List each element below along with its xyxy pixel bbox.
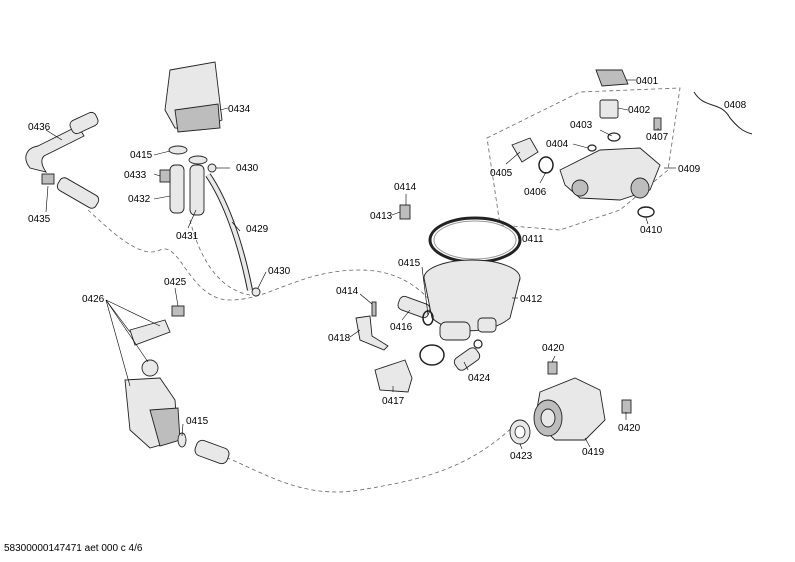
part-0404-ring — [587, 144, 597, 152]
label-0404: 0404 — [546, 139, 569, 150]
part-0407-clip — [653, 117, 662, 131]
part-0419-circulation-pump — [533, 377, 606, 441]
label-0432: 0432 — [128, 194, 151, 205]
part-0433-clip — [159, 169, 171, 183]
part-0410-clamp — [637, 206, 655, 218]
part-0420-clip-top — [547, 361, 558, 375]
label-0414-mid: 0414 — [336, 286, 359, 297]
part-0426-valve-block — [124, 377, 181, 449]
part-0408-wire — [693, 91, 753, 135]
part-0415-hose-bottom — [177, 432, 230, 465]
part-0416-hose — [397, 295, 431, 319]
label-0412: 0412 — [520, 294, 543, 305]
part-0429-long-hose — [205, 173, 253, 291]
part-0417-sensor — [374, 359, 413, 393]
label-0415-top: 0415 — [130, 150, 153, 161]
part-0425-clip — [171, 305, 185, 317]
label-0425: 0425 — [164, 277, 187, 288]
part-0402-plug — [599, 99, 619, 119]
label-0407: 0407 — [646, 132, 669, 143]
dashed-hose-left — [87, 209, 431, 301]
part-0434-bracket — [164, 61, 223, 133]
dashed-hose-bottom — [219, 419, 521, 493]
label-0416: 0416 — [390, 322, 413, 333]
label-0403: 0403 — [570, 120, 593, 131]
label-0424: 0424 — [468, 373, 491, 384]
label-0423: 0423 — [510, 451, 533, 462]
label-0413: 0413 — [370, 211, 393, 222]
label-0419: 0419 — [582, 447, 605, 458]
label-0420-top: 0420 — [542, 343, 565, 354]
part-0405-sensor — [511, 137, 539, 163]
label-0426: 0426 — [82, 294, 105, 305]
label-0431: 0431 — [176, 231, 199, 242]
dashed-hose-mid — [189, 219, 251, 296]
part-0412-sump — [423, 259, 521, 341]
part-0435-hose-connector — [41, 173, 100, 209]
part-0409-heater-pump-housing — [559, 147, 661, 201]
part-0413-clip — [399, 204, 411, 220]
label-0409: 0409 — [678, 164, 701, 175]
part-0424-hose — [453, 339, 483, 371]
label-0415-bottom: 0415 — [186, 416, 209, 427]
label-0401: 0401 — [636, 76, 659, 87]
part-0420-clip-right — [621, 399, 632, 414]
label-0415-right: 0415 — [398, 258, 421, 269]
part-0401-block — [595, 69, 629, 87]
part-0403-ring — [607, 132, 621, 142]
part-0406-ring — [538, 156, 554, 174]
label-0410: 0410 — [640, 225, 663, 236]
label-0429: 0429 — [246, 224, 269, 235]
label-0411: 0411 — [522, 234, 544, 245]
part-0423-seal — [509, 419, 531, 445]
label-0402: 0402 — [628, 105, 651, 116]
part-0431-hose — [189, 164, 205, 216]
part-0415-ring-mid — [419, 310, 445, 366]
label-0414-top: 0414 — [394, 182, 417, 193]
part-0414-screw — [371, 301, 377, 317]
label-0417: 0417 — [382, 396, 405, 407]
label-0430-top: 0430 — [236, 163, 259, 174]
label-0408: 0408 — [724, 100, 747, 111]
part-0411-seal-ring — [428, 216, 522, 264]
label-0418: 0418 — [328, 333, 351, 344]
part-0426-lever — [129, 319, 171, 377]
label-0406: 0406 — [524, 187, 547, 198]
label-0405: 0405 — [490, 168, 513, 179]
label-0430-bottom: 0430 — [268, 266, 291, 277]
part-0436-hose-elbow — [25, 111, 99, 173]
label-0420-right: 0420 — [618, 423, 641, 434]
part-0418-bracket — [355, 315, 389, 351]
part-0432-hose — [169, 164, 185, 214]
label-0434: 0434 — [228, 104, 251, 115]
label-0433: 0433 — [124, 170, 147, 181]
label-0436: 0436 — [28, 122, 51, 133]
leader-lines — [45, 79, 676, 450]
label-0435: 0435 — [28, 214, 51, 225]
document-footer-code: 58300000147471 aet 000 c 4/6 — [4, 543, 143, 554]
